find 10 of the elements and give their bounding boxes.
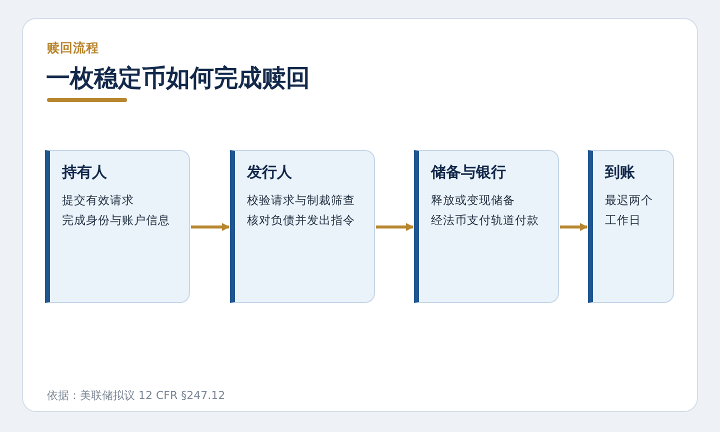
title: 一枚稳定币如何完成赎回 (46, 63, 310, 94)
arrow (560, 223, 588, 231)
process-box: 储备与银行 释放或变现储备 经法币支付轨道付款 (414, 150, 559, 303)
arrow (191, 223, 230, 231)
arrow (376, 223, 414, 231)
process-box: 持有人 提交有效请求 完成身份与账户信息 (45, 150, 190, 303)
process-box: 到账 最迟两个工作日 (588, 150, 674, 303)
section-label: 赎回流程 (47, 40, 99, 57)
source-note: 依据：美联储拟议 12 CFR §247.12 (47, 388, 226, 403)
process-box: 发行人 校验请求与制裁筛查 核对负债并发出指令 (230, 150, 375, 303)
